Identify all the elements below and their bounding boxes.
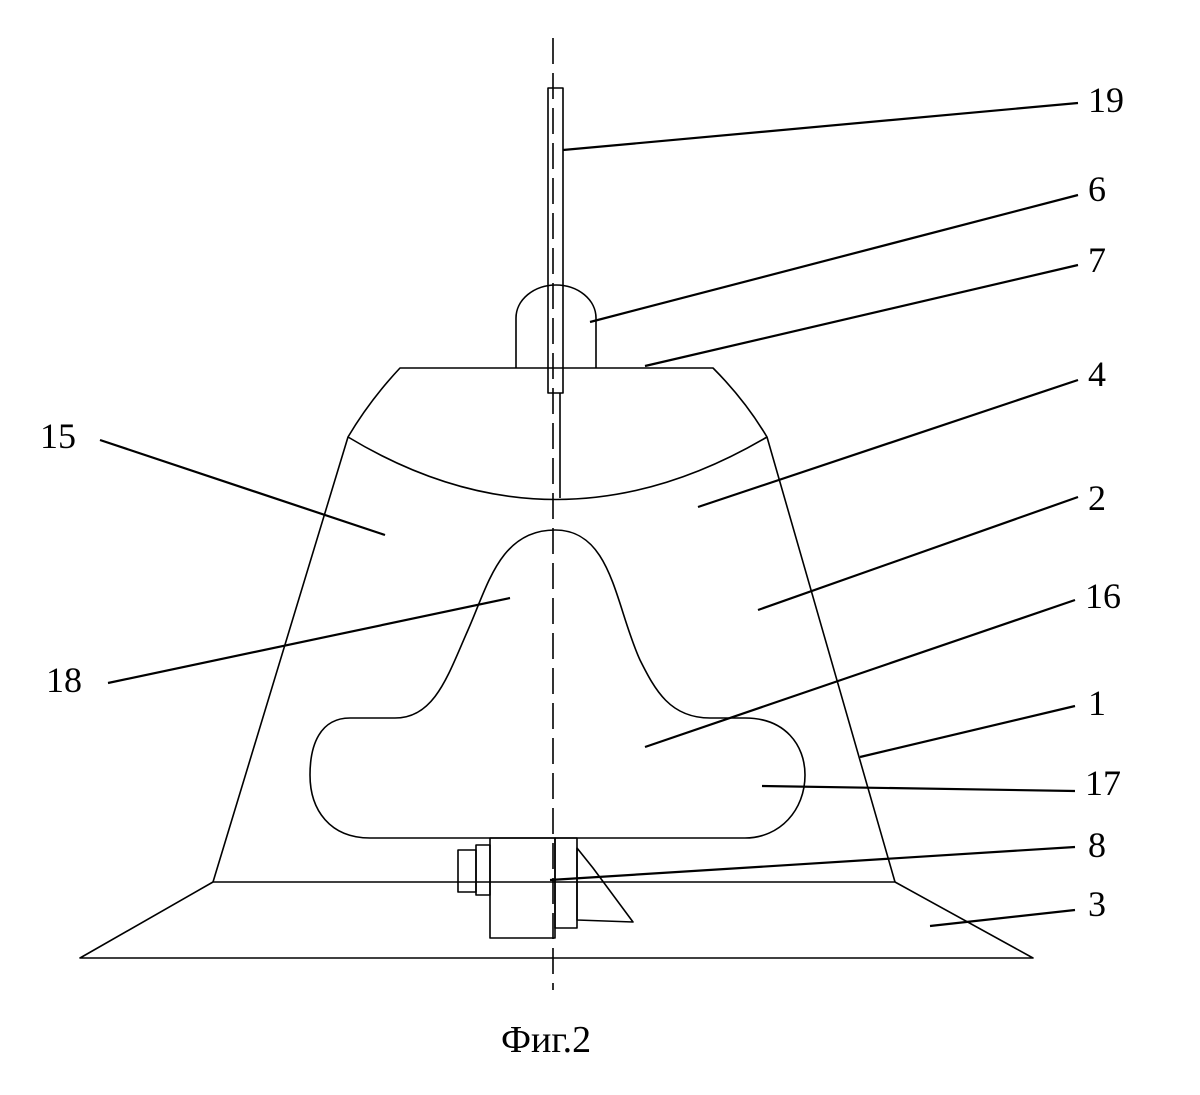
mechanism-body [489, 837, 556, 939]
mechanism-plate [554, 837, 578, 929]
leader-19 [562, 101, 1079, 152]
rod [547, 87, 564, 394]
conical-body [212, 367, 896, 883]
base-plate [79, 881, 1034, 959]
inner-cavity [309, 529, 806, 839]
callout-1: 1 [1088, 683, 1106, 723]
figure-caption: Фиг.2 [501, 1019, 591, 1061]
leader-6 [589, 193, 1079, 324]
leader-18 [107, 596, 511, 685]
callout-4: 4 [1088, 354, 1106, 394]
mechanism-wedge [576, 847, 634, 923]
callout-19: 19 [1088, 80, 1124, 120]
callout-17: 17 [1085, 763, 1121, 803]
upper-separator-arc [347, 436, 768, 501]
callout-8: 8 [1088, 825, 1106, 865]
leader-8 [549, 845, 1076, 882]
leader-15 [99, 438, 386, 537]
callout-7: 7 [1088, 240, 1106, 280]
callout-6: 6 [1088, 169, 1106, 209]
leader-1 [859, 704, 1076, 759]
leader-7 [644, 263, 1079, 368]
callout-3: 3 [1088, 884, 1106, 924]
mechanism-knob [457, 849, 477, 893]
leader-16 [644, 598, 1076, 749]
callout-2: 2 [1088, 478, 1106, 518]
callout-15: 15 [40, 416, 76, 456]
top-dome [515, 284, 597, 368]
mechanism-collar [475, 844, 491, 896]
leader-4 [697, 378, 1079, 509]
callout-16: 16 [1085, 576, 1121, 616]
leader-2 [757, 495, 1079, 612]
leader-17 [761, 784, 1076, 793]
leader-3 [929, 908, 1076, 928]
callout-18: 18 [46, 660, 82, 700]
